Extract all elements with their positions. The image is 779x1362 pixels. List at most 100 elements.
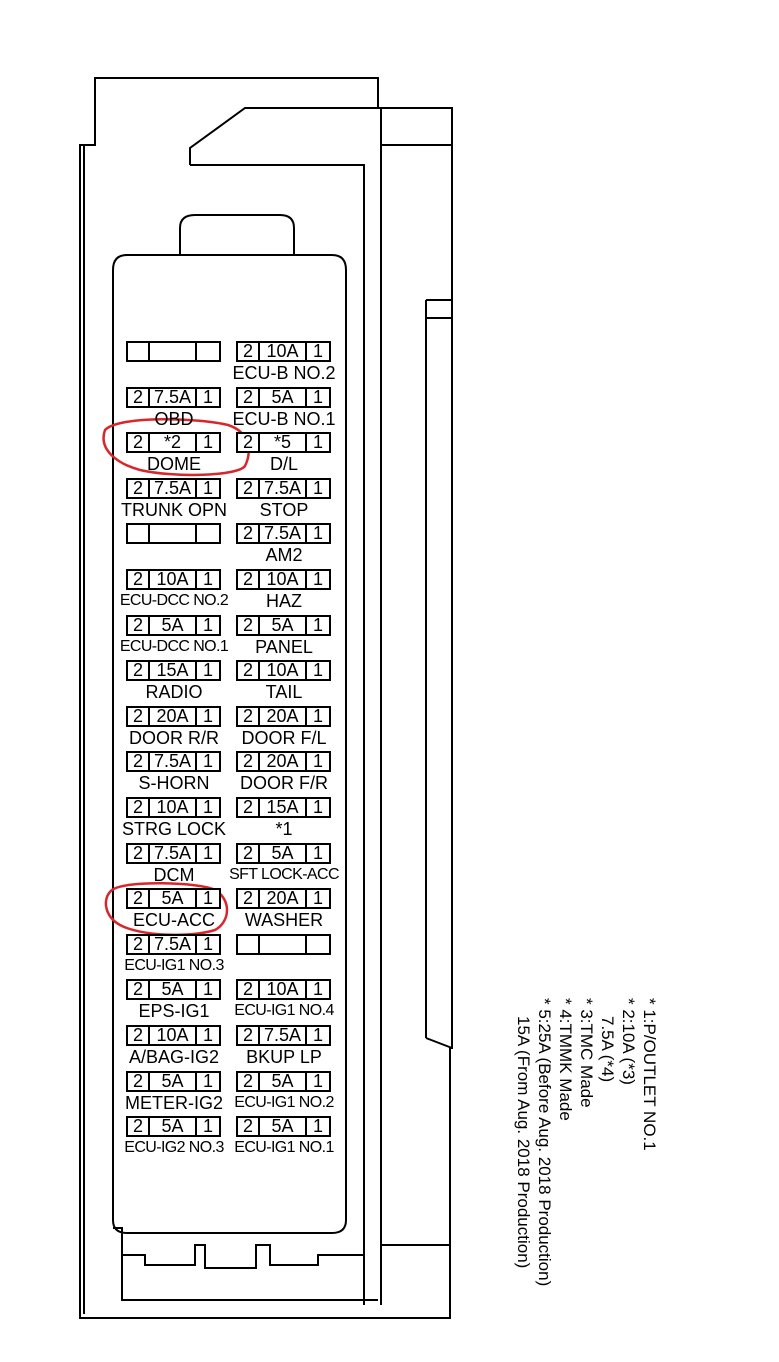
fuse-amperage: 5A [150, 615, 197, 635]
terminal-left: 2 [238, 569, 260, 589]
spare-slot [126, 341, 221, 362]
spare-slot [236, 933, 331, 955]
terminal-right: 1 [312, 797, 323, 817]
terminal-left: 2 [238, 706, 260, 726]
terminal-right: 1 [202, 477, 213, 498]
note-1: * 1:P/OUTLET NO.1 [640, 998, 659, 1151]
terminal-right: 1 [202, 386, 213, 407]
terminal-left: 2 [238, 341, 260, 361]
terminal-left: 2 [128, 979, 150, 999]
terminal-left: 2 [128, 1116, 150, 1136]
fuse-amperage: 7.5A [260, 478, 307, 498]
housing-outline [79, 77, 453, 1319]
fuse-amperage: 10A [260, 341, 307, 361]
terminal-left: 2 [128, 569, 150, 589]
spare-cell [197, 525, 219, 542]
fuse-label: S-HORN [138, 773, 210, 794]
terminal-right: 1 [202, 797, 213, 817]
fuse-label: HAZ [266, 591, 302, 611]
terminal-left: 2 [238, 751, 260, 771]
fuse-label: SFT LOCK-ACC [229, 865, 339, 883]
terminal-left: 2 [238, 1071, 260, 1091]
fuse-amperage: 5A [260, 843, 307, 863]
terminal-right: 1 [312, 842, 323, 863]
fuse-amperage: 7.5A [150, 843, 197, 863]
spare-cell [238, 935, 260, 953]
note-3: 7.5A (*4) [598, 1016, 617, 1083]
terminal-right: 1 [202, 705, 213, 726]
spare-cell [150, 525, 197, 543]
terminal-right: 1 [312, 569, 323, 589]
fuse-amperage: 5A [150, 1071, 197, 1091]
fuse-amperage: 7.5A [150, 478, 197, 498]
terminal-left: 2 [128, 432, 150, 452]
fuse-amperage: 5A [150, 979, 197, 999]
terminal-left: 2 [128, 797, 150, 817]
fuse-label: AM2 [265, 545, 303, 566]
terminal-left: 2 [128, 478, 150, 498]
spare-cell [307, 936, 329, 953]
terminal-right: 1 [202, 660, 213, 681]
note-4: * 3:TMC Made [577, 998, 596, 1108]
fuse-label: DOOR F/R [240, 773, 328, 794]
note-2: * 2:10A (*3) [619, 998, 638, 1085]
fuse-label: PANEL [255, 636, 313, 657]
spare-cell [128, 525, 150, 543]
fuse-label: ECU-IG1 NO.4 [234, 1002, 334, 1020]
terminal-left: 2 [238, 432, 260, 452]
fuse-amperage: 10A [260, 979, 307, 999]
fuse-label: TRUNK OPN [120, 499, 227, 520]
terminal-left: 2 [238, 1116, 260, 1136]
terminal-right: 1 [312, 614, 323, 635]
fuse-label: A/BAG-IG2 [128, 1047, 220, 1067]
terminal-left: 2 [238, 478, 260, 498]
fuse-label: RADIO [145, 682, 203, 703]
fuse-label: *1 [275, 819, 293, 839]
terminal-left: 2 [238, 1025, 260, 1045]
terminal-right: 1 [202, 569, 213, 589]
fuse-label: STRG LOCK [121, 819, 227, 839]
fuse-label: DCM [153, 864, 195, 885]
fuse-amperage: 5A [260, 1116, 307, 1136]
terminal-right: 1 [312, 523, 323, 544]
fuse-label: D/L [269, 454, 298, 475]
terminal-left: 2 [238, 387, 260, 407]
fuse-label: WASHER [244, 910, 324, 931]
fuse-label: ECU-DCC NO.1 [119, 637, 229, 655]
terminal-left: 2 [128, 615, 150, 635]
terminal-right: 1 [312, 386, 323, 407]
fuse-amperage: 5A [260, 615, 307, 635]
terminal-right: 1 [312, 888, 323, 909]
terminal-right: 1 [202, 1025, 213, 1045]
fuse-amperage: 10A [260, 569, 307, 589]
fuse-amperage: 5A [150, 888, 197, 908]
fuse-label: OBD [154, 408, 194, 429]
fuse-amperage: *2 [150, 432, 197, 452]
fuse-label: BKUP LP [246, 1047, 322, 1067]
terminal-right: 1 [312, 705, 323, 726]
terminal-right: 1 [312, 660, 323, 681]
terminal-left: 2 [128, 706, 150, 726]
fuse-label: DOME [147, 454, 201, 475]
terminal-left: 2 [128, 1071, 150, 1091]
circle-dome [102, 418, 250, 477]
terminal-left: 2 [128, 1025, 150, 1045]
fuse-amperage: 20A [150, 706, 197, 726]
fuse-label: TAIL [265, 682, 303, 703]
